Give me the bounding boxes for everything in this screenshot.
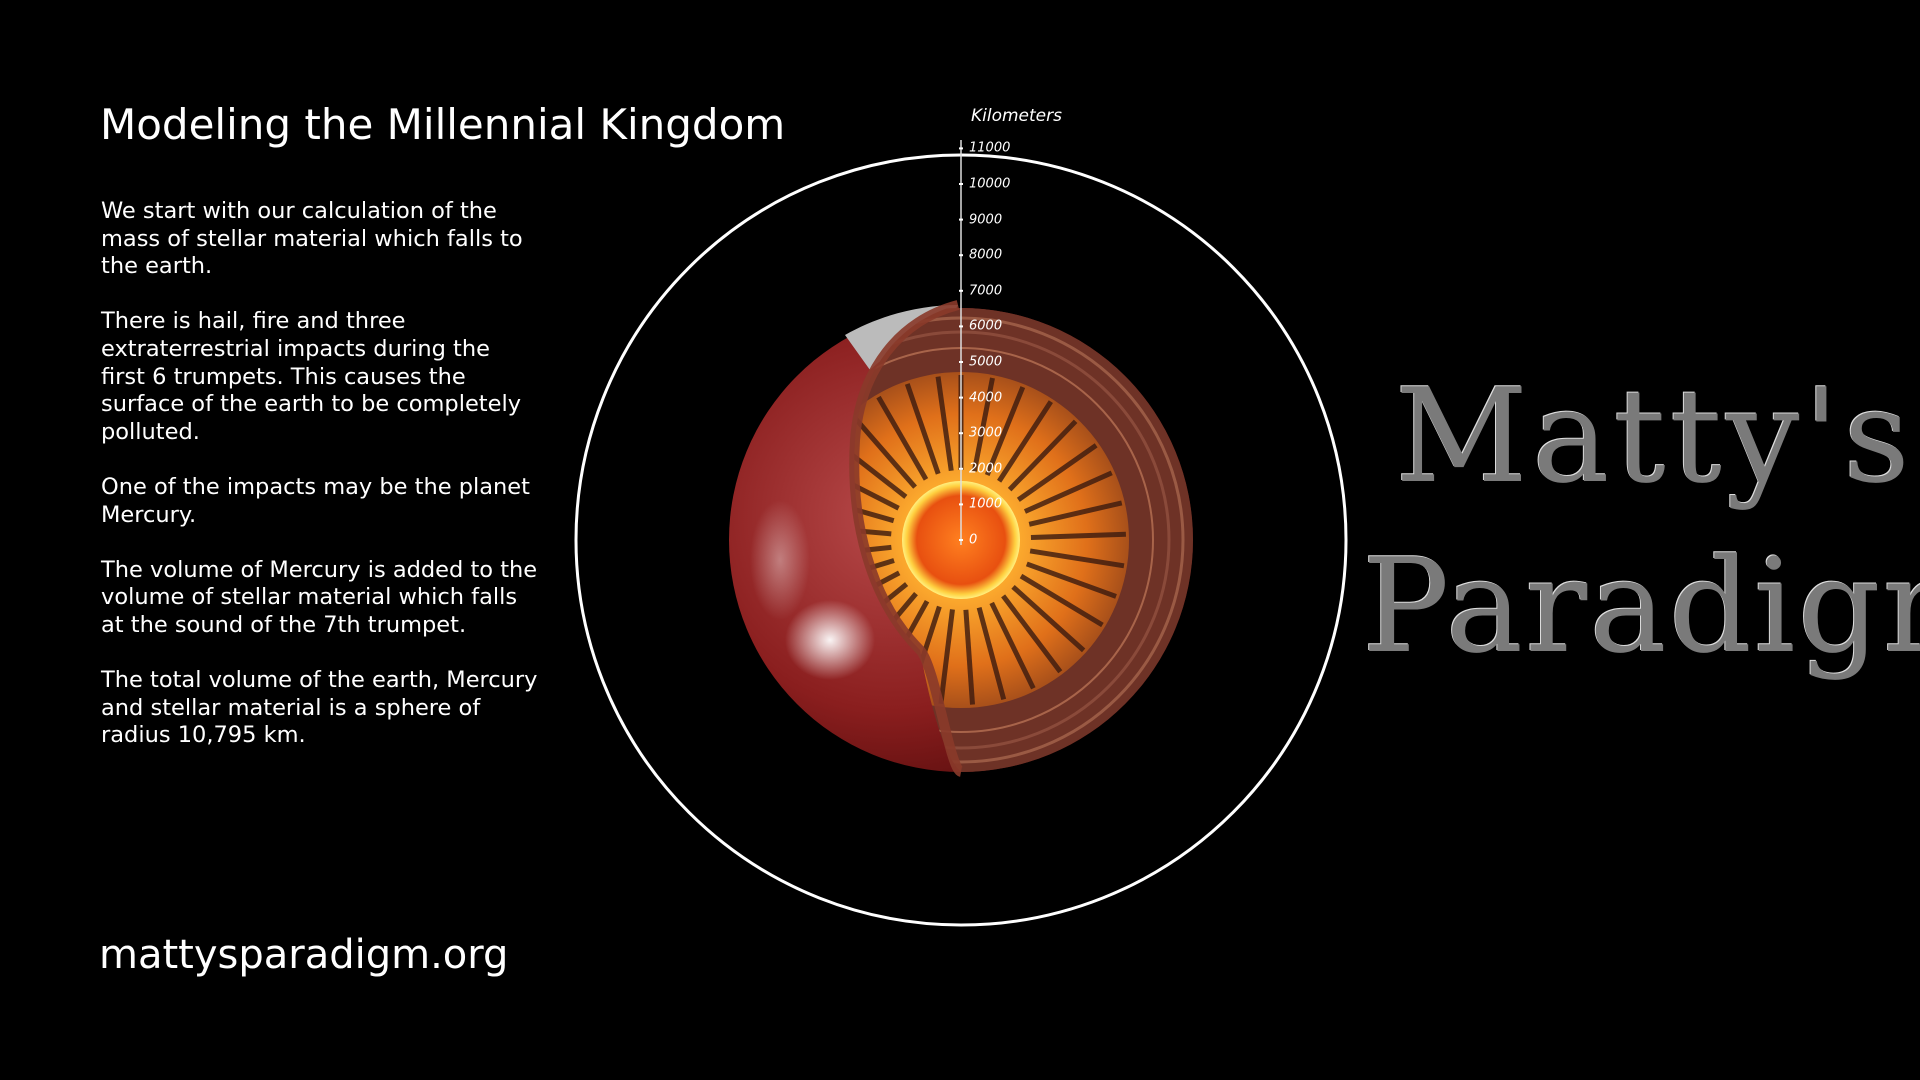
mantle-spoke	[1028, 500, 1123, 527]
scale-tick-label: 4000	[969, 390, 1003, 406]
mantle-spoke	[971, 377, 995, 472]
mantle-spoke	[1001, 594, 1063, 674]
mantle-spoke	[854, 523, 892, 537]
mantle-spoke	[1011, 584, 1086, 653]
mantle-spoke	[1023, 470, 1113, 514]
mantle-spoke	[938, 609, 955, 705]
scale-tick-label: 3000	[969, 425, 1003, 441]
scale-tick-label: 9000	[969, 212, 1003, 228]
paragraph: The total volume of the earth, Mercury a…	[101, 667, 538, 749]
scale-tick-label: 11000	[969, 140, 1011, 156]
website-link[interactable]: mattysparadigm.org	[99, 932, 509, 978]
paragraph: We start with our calculation of the mas…	[101, 198, 523, 280]
mantle-spoke	[984, 386, 1026, 477]
mantle-spoke	[1016, 443, 1098, 502]
mantle-spoke	[854, 413, 917, 489]
mantle-spoke	[854, 436, 908, 499]
logo-line-2: Paradigm	[1362, 530, 1920, 682]
axis-label: Kilometers	[971, 106, 1062, 126]
mantle-spoke	[935, 376, 954, 472]
mantle-spoke	[997, 400, 1053, 483]
scale-tick-label: 0	[969, 532, 978, 548]
paragraph: There is hail, fire and three extraterre…	[101, 308, 522, 445]
scale-tick-label: 1000	[969, 496, 1003, 512]
mantle-spoke	[1007, 419, 1078, 492]
scale-tick-label: 6000	[969, 318, 1003, 334]
logo-line-1: Matty's	[1395, 360, 1914, 512]
page-title: Modeling the Millennial Kingdom	[100, 100, 786, 149]
paragraph: One of the impacts may be the planet Mer…	[101, 473, 530, 528]
cloud	[750, 500, 810, 620]
mantle-spoke	[963, 609, 976, 705]
scale-tick-label: 7000	[969, 283, 1003, 299]
paragraph: The volume of Mercury is added to the vo…	[101, 556, 538, 638]
description: We start with our calculation of the mas…	[101, 198, 541, 777]
scale-tick-label: 8000	[969, 247, 1003, 263]
scale-tick-label: 10000	[969, 176, 1011, 192]
mantle-spoke	[904, 383, 941, 475]
mantle-spoke	[854, 544, 892, 560]
mantle-spoke	[976, 606, 1007, 701]
mantle-spoke	[854, 492, 895, 524]
mantle-spoke	[1029, 548, 1125, 569]
scale-tick-label: 5000	[969, 354, 1003, 370]
mantle-spoke	[854, 558, 895, 591]
polar-cloud	[785, 600, 875, 680]
mantle-spoke	[1030, 531, 1126, 541]
mantle-spoke	[876, 395, 929, 481]
cut-edge	[849, 300, 965, 777]
mantle-spoke	[1025, 561, 1117, 599]
mantle-spoke	[1019, 573, 1104, 628]
scale-tick-label: 2000	[969, 461, 1003, 477]
mantle-spoke	[989, 601, 1036, 690]
